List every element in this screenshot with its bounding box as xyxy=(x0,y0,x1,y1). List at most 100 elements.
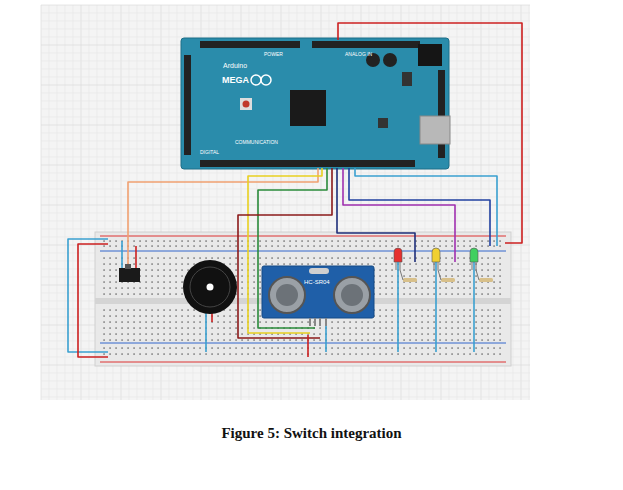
hole xyxy=(133,353,135,355)
hole xyxy=(169,327,171,329)
hole xyxy=(259,339,261,341)
hole xyxy=(409,293,411,295)
hole xyxy=(487,287,489,289)
hole xyxy=(145,257,147,259)
hole xyxy=(373,339,375,341)
hole xyxy=(409,309,411,311)
hole xyxy=(277,245,279,247)
hole xyxy=(385,347,387,349)
header-label: DIGITAL xyxy=(200,150,219,155)
hole xyxy=(277,257,279,259)
hole xyxy=(175,269,177,271)
hole xyxy=(463,281,465,283)
hole xyxy=(409,257,411,259)
rail-line-red xyxy=(100,362,506,363)
hole xyxy=(211,257,213,259)
hole xyxy=(421,339,423,341)
hole xyxy=(139,287,141,289)
hole xyxy=(439,293,441,295)
grid-line xyxy=(41,29,530,30)
hole xyxy=(385,353,387,355)
hole xyxy=(193,347,195,349)
hole xyxy=(379,275,381,277)
hole xyxy=(265,245,267,247)
hole xyxy=(391,321,393,323)
hole xyxy=(475,333,477,335)
hole xyxy=(469,269,471,271)
hole xyxy=(325,353,327,355)
hole xyxy=(277,347,279,349)
hole xyxy=(493,321,495,323)
hole xyxy=(487,275,489,277)
hole xyxy=(259,257,261,259)
hole xyxy=(391,309,393,311)
hole xyxy=(181,281,183,283)
hole xyxy=(403,263,405,265)
hole xyxy=(493,240,495,242)
hole xyxy=(265,321,267,323)
hole xyxy=(463,333,465,335)
hole xyxy=(247,347,249,349)
rail-line-blue xyxy=(100,343,506,344)
hole xyxy=(163,293,165,295)
hole xyxy=(103,257,105,259)
hole xyxy=(427,263,429,265)
hole xyxy=(367,257,369,259)
hole xyxy=(133,293,135,295)
hole xyxy=(373,263,375,265)
hole xyxy=(103,347,105,349)
hole xyxy=(115,263,117,265)
hole xyxy=(133,327,135,329)
hole xyxy=(145,287,147,289)
hole xyxy=(403,287,405,289)
hole xyxy=(241,327,243,329)
hole xyxy=(481,321,483,323)
led xyxy=(394,248,402,270)
hole xyxy=(415,269,417,271)
hole xyxy=(205,245,207,247)
hole xyxy=(409,263,411,265)
hole xyxy=(133,347,135,349)
hole xyxy=(469,339,471,341)
hole xyxy=(307,263,309,265)
hole xyxy=(229,327,231,329)
led xyxy=(432,248,440,270)
hole xyxy=(115,315,117,317)
hole xyxy=(331,333,333,335)
grid-line xyxy=(41,221,530,222)
hole xyxy=(499,339,501,341)
hole xyxy=(109,339,111,341)
hole xyxy=(235,275,237,277)
hole xyxy=(403,339,405,341)
hole xyxy=(307,257,309,259)
hole xyxy=(319,245,321,247)
hole xyxy=(157,287,159,289)
hole xyxy=(463,293,465,295)
hole xyxy=(469,321,471,323)
hole xyxy=(439,347,441,349)
hole xyxy=(391,257,393,259)
hole xyxy=(229,315,231,317)
buzzer-hole xyxy=(207,284,214,291)
hole xyxy=(175,327,177,329)
hole xyxy=(451,275,453,277)
hole xyxy=(277,339,279,341)
led-dome xyxy=(394,248,402,262)
hole xyxy=(253,275,255,277)
hole xyxy=(379,309,381,311)
hole xyxy=(445,245,447,247)
hole xyxy=(403,293,405,295)
hole xyxy=(427,353,429,355)
hole xyxy=(487,309,489,311)
hole xyxy=(211,245,213,247)
hole xyxy=(241,240,243,242)
piezo-buzzer xyxy=(183,260,237,314)
hole xyxy=(163,339,165,341)
hole xyxy=(145,353,147,355)
hole xyxy=(379,339,381,341)
hole xyxy=(265,347,267,349)
hole xyxy=(157,257,159,259)
hole xyxy=(421,333,423,335)
hole xyxy=(463,240,465,242)
